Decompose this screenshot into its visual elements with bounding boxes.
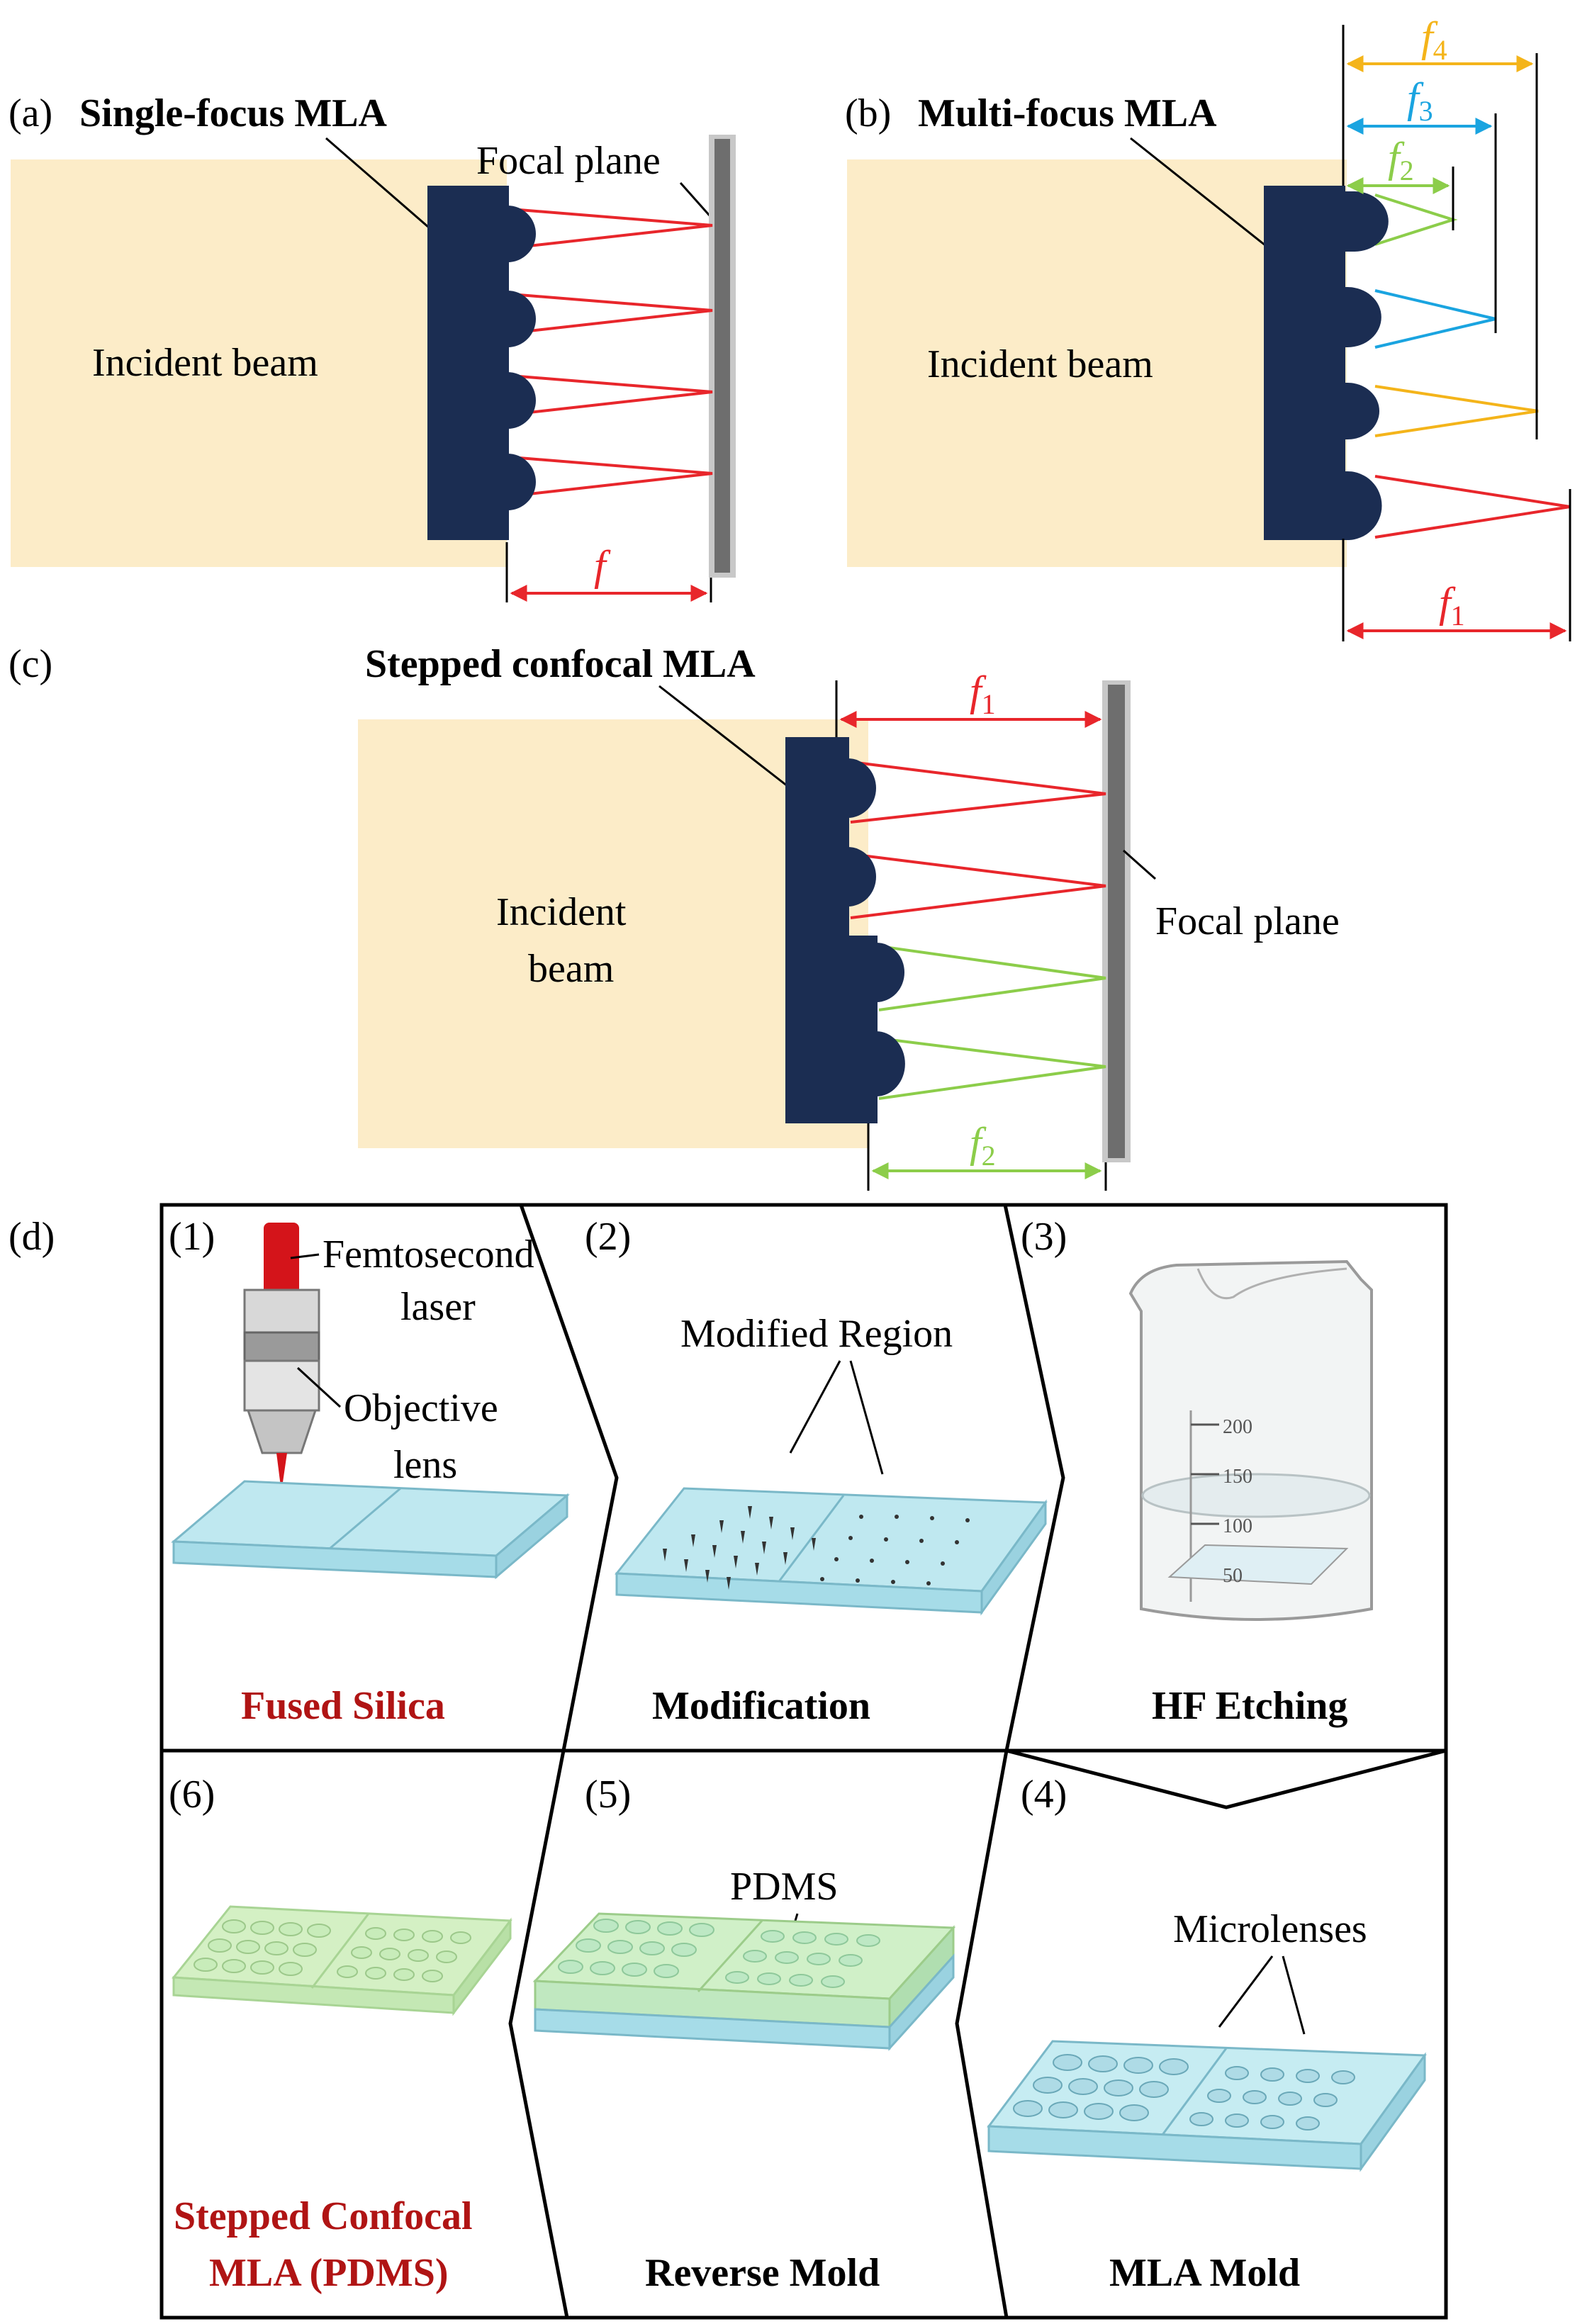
incident-beam-area	[11, 159, 507, 567]
beaker-icon	[1128, 1259, 1373, 1621]
panel-d-tag: (d)	[9, 1215, 55, 1259]
panel-c-title: Stepped confocal MLA	[365, 642, 756, 686]
focal-plane-c-core	[1108, 685, 1125, 1158]
modified-points-right	[820, 1515, 970, 1585]
panel-c-tag: (c)	[9, 642, 52, 686]
beaker-mark-200: 200	[1223, 1416, 1252, 1438]
panel-c-focal-plane-label: Focal plane	[1155, 899, 1340, 943]
fused-silica-plate	[171, 1480, 570, 1580]
laser-beam	[264, 1223, 299, 1301]
step-1: (1) Femtosecond laser Objective lens	[169, 1215, 570, 1728]
step-5-caption: Reverse Mold	[645, 2251, 880, 2295]
c-f1-label: f1	[970, 668, 996, 720]
step-5: (5) PDMS Reverse Mold	[532, 1773, 956, 2295]
modified-region-label: Modified Region	[680, 1312, 953, 1356]
step-6-number: (6)	[169, 1773, 215, 1817]
modified-region-leader-1	[789, 1360, 841, 1454]
modified-points-left	[663, 1506, 816, 1590]
beaker-mark-150: 150	[1223, 1466, 1252, 1488]
laser-leader	[290, 1253, 320, 1259]
panel-d: (d) (1) Femtosecond laser	[9, 1203, 1448, 2320]
panel-c: (c) Stepped confocal MLA Incident beam F…	[9, 642, 1340, 1191]
step-2-caption: Modification	[652, 1684, 870, 1728]
step-6-caption-1: Stepped Confocal	[174, 2194, 473, 2238]
c-f2-label: f2	[970, 1119, 996, 1172]
panel-a-tag: (a)	[9, 91, 52, 135]
ray-f4	[1374, 385, 1539, 437]
panel-c-beam-line2: beam	[528, 947, 614, 991]
microlenses-label: Microlenses	[1173, 1907, 1367, 1951]
focal-plane-core	[714, 139, 730, 573]
reverse-mold-lens-grid	[558, 1919, 880, 1988]
panel-a-rays	[510, 208, 713, 498]
incident-beam-area-c	[358, 719, 868, 1148]
mla-mold-lens-grid	[1013, 2054, 1355, 2131]
microlenses-leader-2	[1282, 1955, 1306, 2035]
laser-label-1: Femtosecond	[323, 1233, 534, 1276]
step-6-caption-2: MLA (PDMS)	[209, 2251, 449, 2295]
process-frame	[159, 1203, 1448, 2320]
focal-plane-leader-c	[1123, 849, 1156, 880]
multi-focus-mla	[1264, 186, 1389, 540]
f4-label: f4	[1421, 13, 1447, 66]
laser-label-2: laser	[400, 1285, 476, 1329]
panel-a-title: Single-focus MLA	[79, 91, 388, 135]
panel-b-tag: (b)	[845, 91, 891, 135]
objective-lens-icon	[243, 1289, 320, 1492]
step-6: (6) Stepped Confocal MLA (PDMS)	[169, 1773, 512, 2295]
focal-length-label: f	[594, 542, 611, 589]
mla-leader-c	[658, 685, 798, 795]
beaker-mark-50: 50	[1223, 1565, 1243, 1587]
panel-b-beam-label: Incident beam	[927, 342, 1153, 386]
step-2-number: (2)	[585, 1215, 631, 1259]
panel-c-beam-line1: Incident	[496, 890, 627, 934]
step-1-number: (1)	[169, 1215, 215, 1259]
objective-leader	[296, 1366, 342, 1408]
process-dividers	[162, 1204, 1447, 2318]
step-4: (4) Microlenses MLA Mold	[987, 1773, 1427, 2295]
step-3: (3) 200 150 100 50 HF Etching	[1021, 1215, 1373, 1728]
panel-a-focal-plane-label: Focal plane	[476, 139, 661, 183]
step-1-caption: Fused Silica	[241, 1684, 445, 1728]
panel-c-rays	[850, 760, 1106, 1100]
beaker-mark-100: 100	[1223, 1515, 1252, 1537]
modified-region-leader-2	[849, 1360, 884, 1475]
modified-plate	[615, 1487, 1048, 1616]
ray-f1	[1374, 475, 1571, 539]
pdms-lens-grid	[194, 1919, 471, 1982]
step-4-number: (4)	[1021, 1773, 1067, 1817]
pdms-label: PDMS	[730, 1865, 839, 1909]
step-4-caption: MLA Mold	[1109, 2251, 1300, 2295]
f3-label: f3	[1407, 74, 1433, 127]
stepped-confocal-mla	[785, 737, 905, 1123]
step-5-number: (5)	[585, 1773, 631, 1817]
step-3-number: (3)	[1021, 1215, 1067, 1259]
panel-b: (b) Multi-focus MLA Incident beam f4	[845, 13, 1571, 641]
ray-f3	[1374, 289, 1496, 349]
incident-beam-area-b	[847, 159, 1347, 567]
single-focus-mla	[427, 186, 536, 540]
f2-label: f2	[1388, 134, 1414, 186]
mla-leader-b	[1130, 137, 1277, 255]
objective-label-1: Objective	[344, 1386, 498, 1430]
dim-lines-b	[1342, 25, 1571, 641]
microlenses-leader-1	[1218, 1955, 1274, 2028]
step-3-caption: HF Etching	[1152, 1684, 1347, 1728]
step-2: (2) Modified Region Modi	[585, 1215, 1048, 1728]
panel-a: (a) Single-focus MLA Incident beam Focal…	[9, 91, 736, 602]
objective-label-2: lens	[393, 1443, 457, 1487]
panel-b-title: Multi-focus MLA	[918, 91, 1217, 135]
f1-label: f1	[1439, 579, 1465, 631]
panel-a-beam-label: Incident beam	[92, 341, 318, 385]
